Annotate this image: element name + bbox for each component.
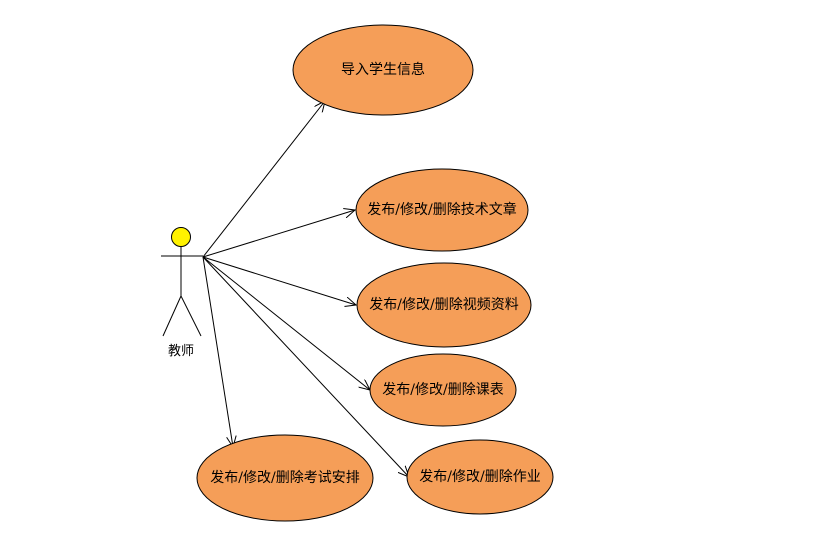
- usecase-label: 发布/修改/删除视频资料: [369, 297, 518, 313]
- usecase-label: 发布/修改/删除考试安排: [210, 470, 359, 486]
- usecase-import-student-info[interactable]: 导入学生信息: [292, 24, 474, 116]
- association-import-student-info: [202, 101, 325, 258]
- associations: [202, 101, 409, 477]
- usecase-ellipse: [369, 353, 517, 427]
- association-manage-exam-schedule: [202, 256, 233, 447]
- association-manage-video-materials: [202, 256, 356, 305]
- usecase-label: 发布/修改/删除课表: [382, 382, 503, 398]
- actor-head: [171, 227, 191, 247]
- usecase-manage-tech-articles[interactable]: 发布/修改/删除技术文章: [355, 168, 529, 252]
- usecase-label: 发布/修改/删除作业: [419, 469, 540, 485]
- association-manage-timetable: [202, 256, 370, 390]
- usecase-manage-homework[interactable]: 发布/修改/删除作业: [406, 439, 554, 515]
- usecase-ellipse: [292, 24, 474, 116]
- usecase-manage-exam-schedule[interactable]: 发布/修改/删除考试安排: [196, 434, 374, 522]
- actor-label: 教师: [168, 343, 194, 359]
- usecase-label: 导入学生信息: [341, 61, 425, 78]
- usecase-manage-video-materials[interactable]: 发布/修改/删除视频资料: [356, 262, 532, 348]
- actor-right-leg: [180, 295, 202, 337]
- actor-teacher[interactable]: 教师: [161, 227, 203, 360]
- association-manage-tech-articles: [202, 210, 355, 258]
- usecase-manage-timetable[interactable]: 发布/修改/删除课表: [369, 353, 517, 427]
- actor-left-leg: [162, 295, 182, 337]
- usecase-ellipse: [406, 439, 554, 515]
- usecase-label: 发布/修改/删除技术文章: [367, 201, 516, 218]
- usecase-ellipse: [196, 434, 374, 522]
- association-manage-homework: [202, 256, 409, 477]
- usecase-ellipse: [356, 262, 532, 348]
- usecase-ellipse: [355, 168, 529, 252]
